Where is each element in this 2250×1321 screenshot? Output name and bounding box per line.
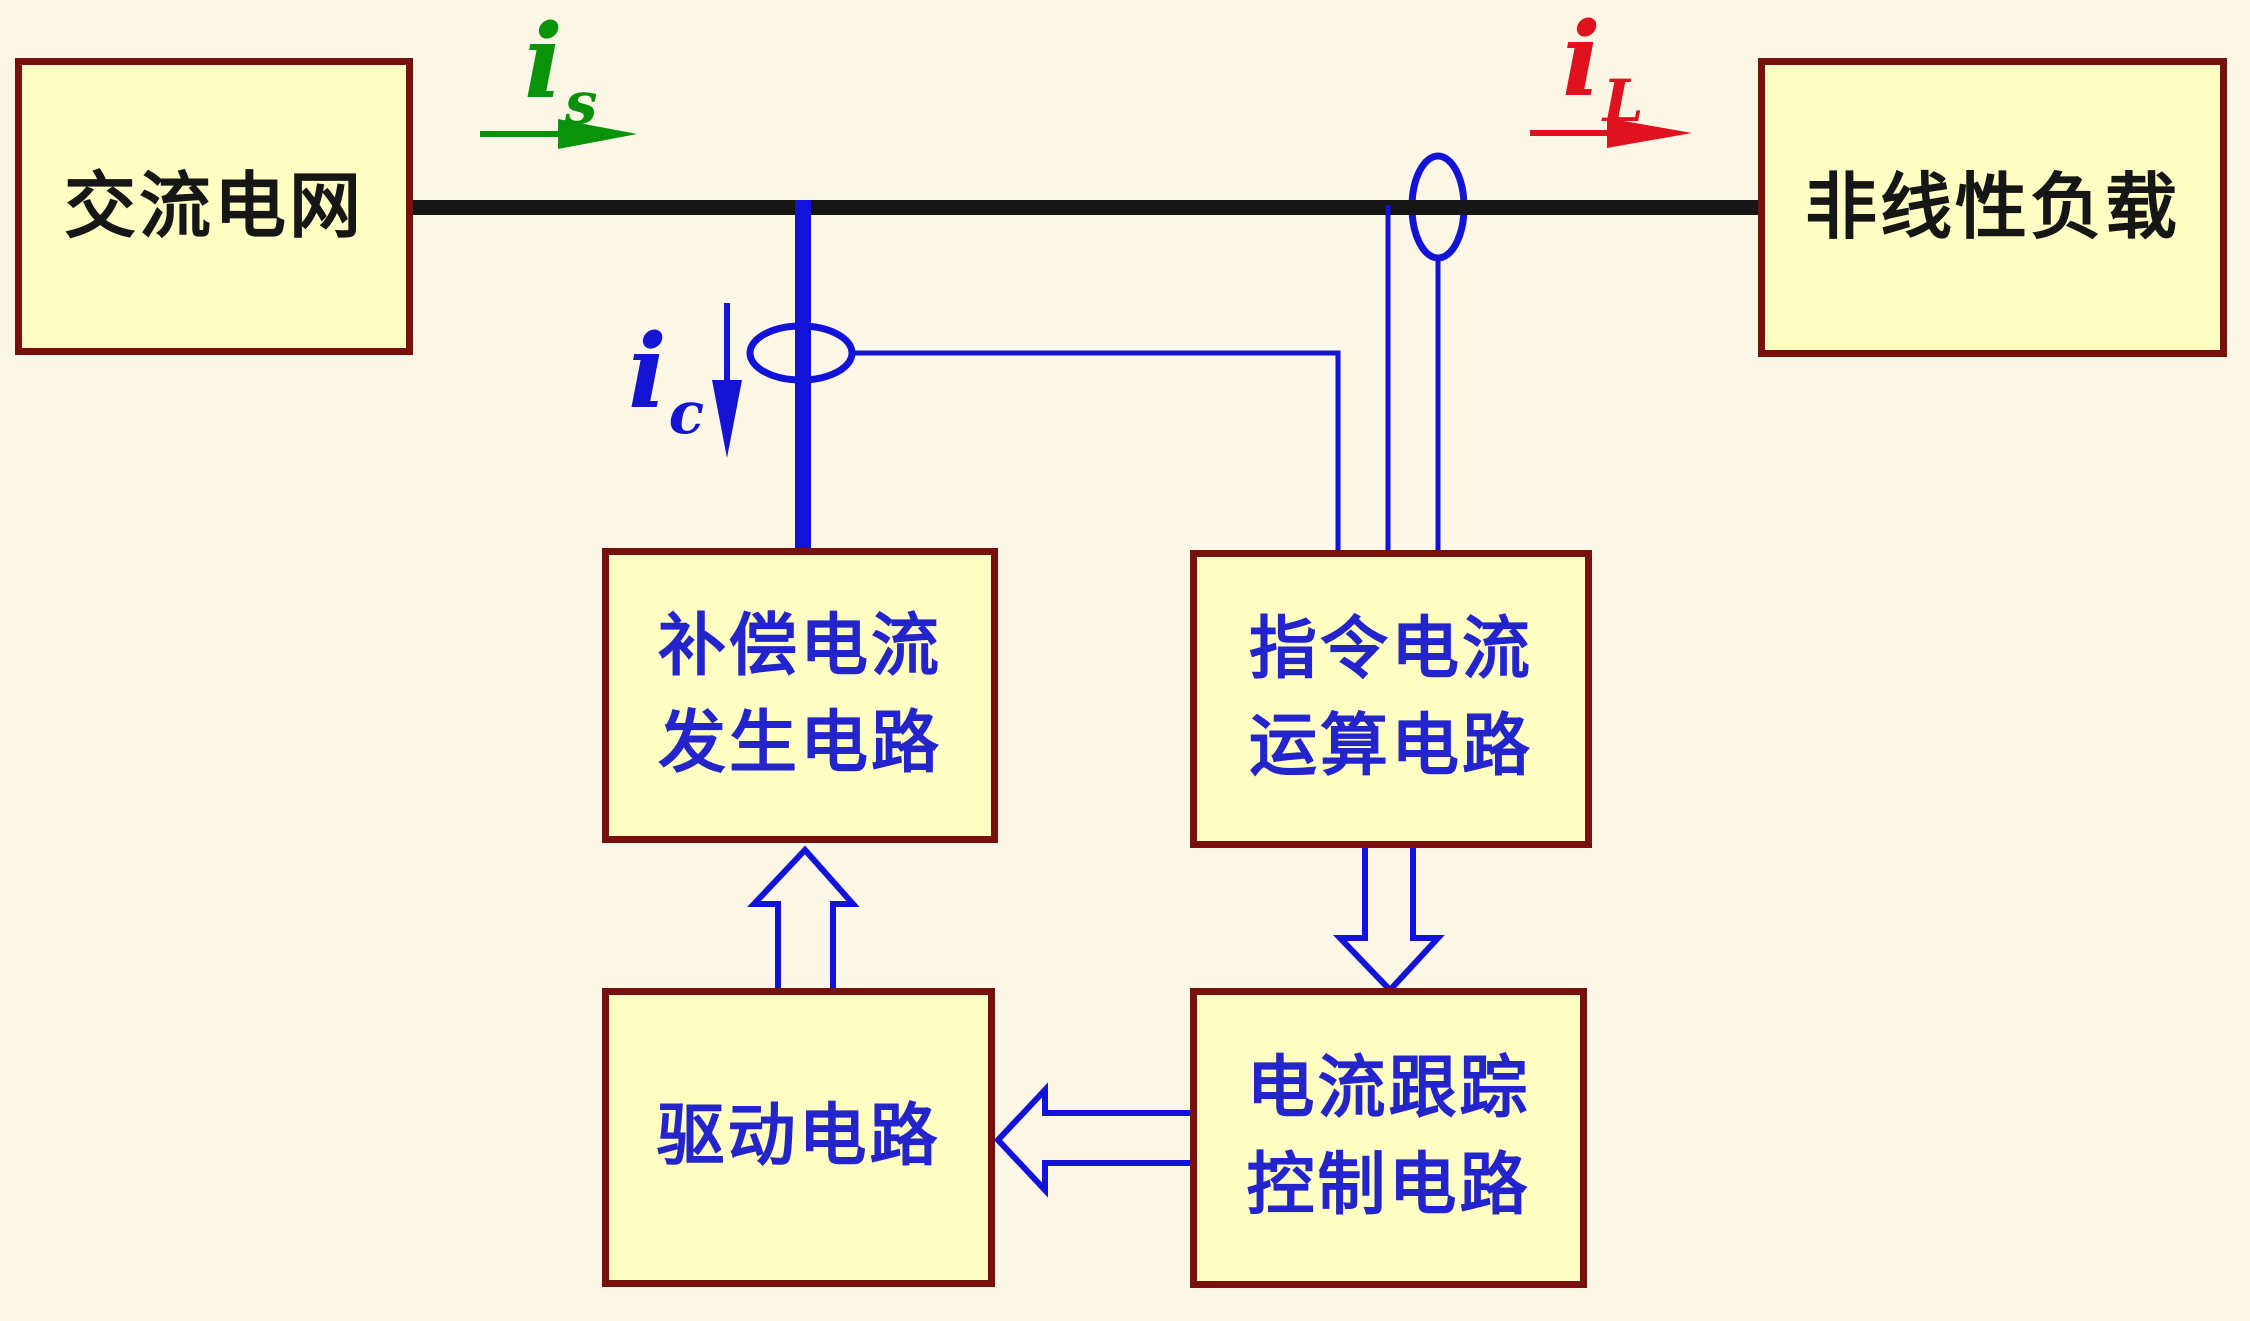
compensation-current-label: ic [628, 312, 704, 447]
box-tracking-label-line1: 电流跟踪 [1246, 1049, 1531, 1129]
box-ac-grid-label: 交流电网 [63, 164, 364, 249]
load-current-arrow-icon [1530, 118, 1692, 148]
source-current-symbol: i [524, 2, 563, 122]
compensation-current-symbol: i [628, 312, 667, 432]
box-current-tracking-control: 电流跟踪 控制电路 [1190, 988, 1587, 1288]
box-command-current-label-line1: 指令电流 [1248, 610, 1533, 690]
compensation-current-arrow-icon [712, 303, 742, 458]
hollow-down-arrow-icon [1332, 848, 1445, 995]
box-drive-circuit: 驱动电路 [602, 988, 995, 1287]
load-current-label: iL [1562, 0, 1644, 135]
source-current-arrow-icon [480, 119, 637, 149]
box-nonlinear-load: 非线性负载 [1758, 58, 2227, 357]
hollow-left-arrow-icon [993, 1082, 1190, 1198]
hollow-up-arrow-icon [747, 845, 860, 988]
load-current-subscript: L [1602, 67, 1644, 135]
box-comp-current-label-line2: 发生电路 [657, 703, 942, 783]
box-comp-current-label-line1: 补偿电流 [657, 606, 942, 686]
box-command-current-label-line2: 运算电路 [1248, 707, 1533, 786]
box-ac-grid: 交流电网 [15, 58, 413, 355]
load-current-symbol: i [1562, 0, 1601, 120]
source-current-subscript: s [564, 69, 598, 137]
box-command-current-calculator: 指令电流 运算电路 [1190, 550, 1592, 848]
sense-wire-comp-ct [852, 350, 1341, 550]
box-compensation-current-generator: 补偿电流 发生电路 [602, 548, 998, 843]
compensation-branch-line [795, 200, 811, 548]
box-drive-label: 驱动电路 [656, 1097, 941, 1177]
box-tracking-label-line2: 控制电路 [1246, 1146, 1531, 1225]
compensation-current-subscript: c [668, 379, 705, 447]
ac-bus-line [413, 200, 1758, 215]
source-current-label: is [524, 2, 597, 137]
box-nonlinear-load-label: 非线性负载 [1804, 165, 2180, 250]
